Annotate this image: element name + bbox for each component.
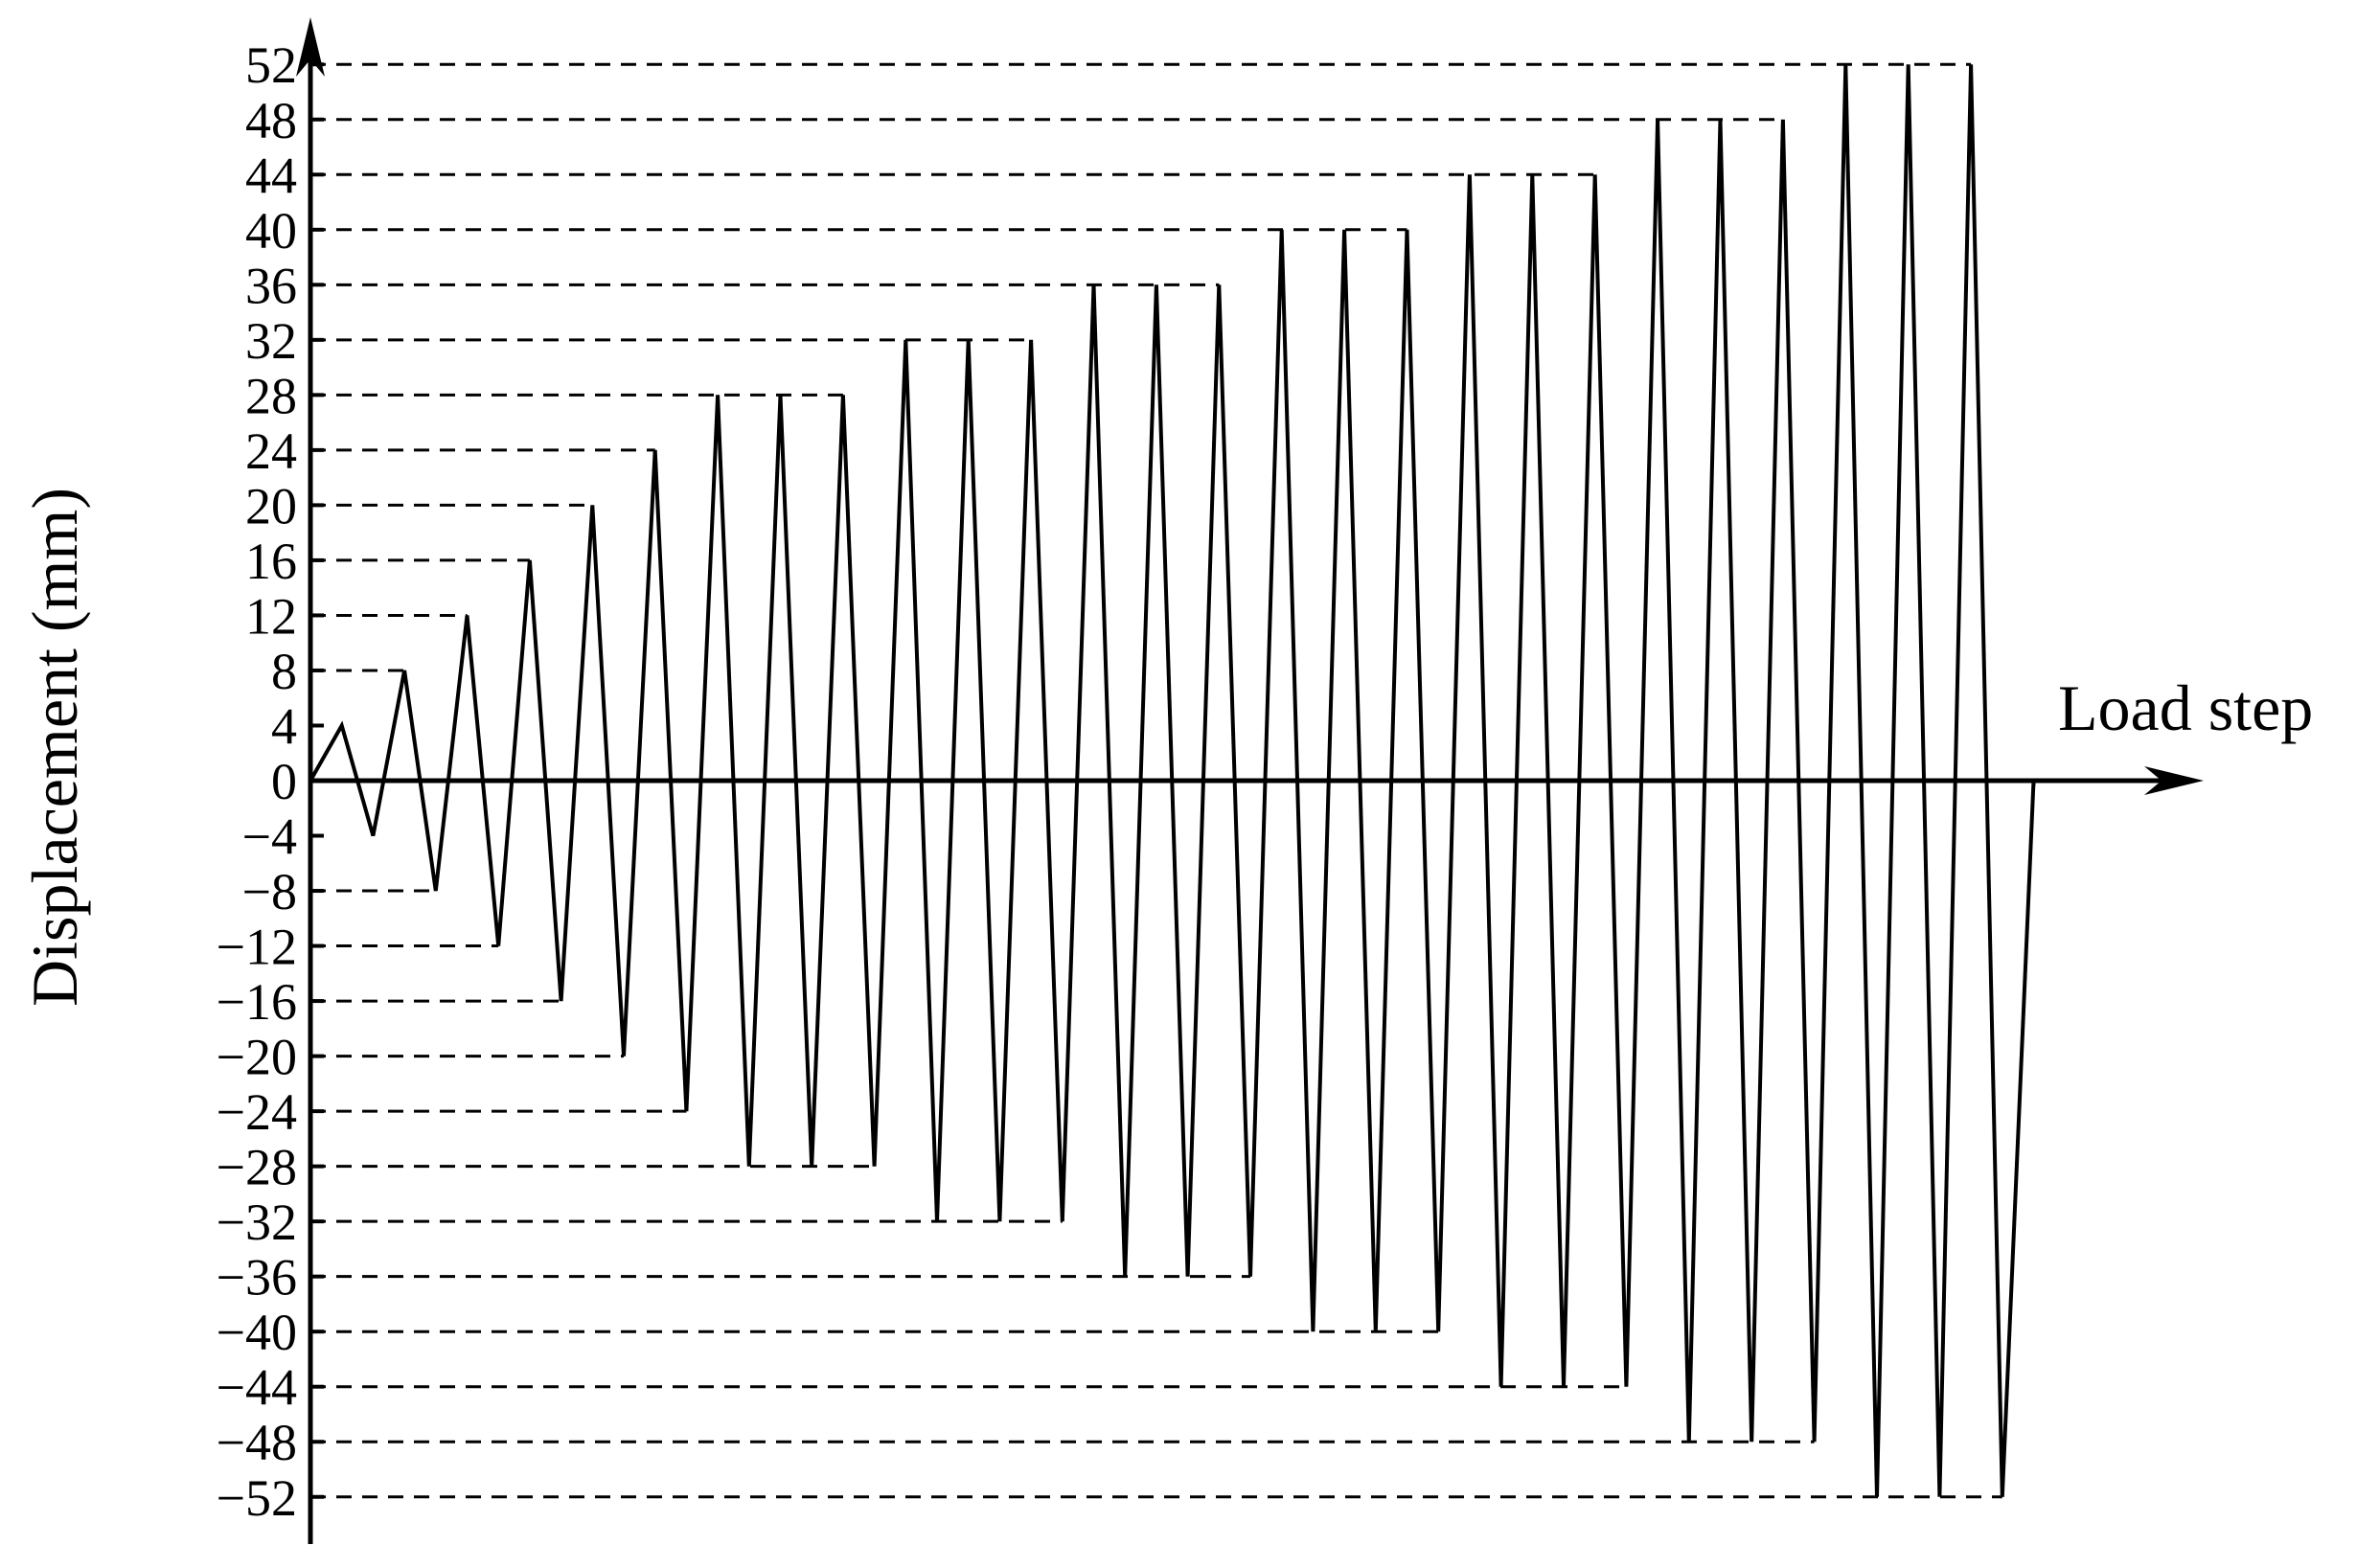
y-tick-label-52: 52 bbox=[245, 36, 297, 94]
y-tick-label-24: 24 bbox=[245, 422, 297, 480]
y-tick-label-20: 20 bbox=[245, 477, 297, 534]
y-tick-label-4: 4 bbox=[271, 697, 297, 755]
y-tick-label-neg40: −40 bbox=[217, 1304, 297, 1361]
y-tick-label-0: 0 bbox=[271, 753, 297, 810]
y-tick-label-48: 48 bbox=[245, 92, 297, 149]
y-tick-label-neg12: −12 bbox=[217, 919, 297, 976]
y-tick-label-36: 36 bbox=[245, 257, 297, 314]
y-tick-label-28: 28 bbox=[245, 367, 297, 424]
x-axis-arrow bbox=[2144, 766, 2204, 795]
y-tick-label-44: 44 bbox=[245, 147, 297, 204]
y-axis-arrow bbox=[296, 17, 325, 77]
y-tick-label-12: 12 bbox=[245, 587, 297, 645]
x-axis-title: Load step bbox=[2058, 671, 2313, 744]
y-tick-label-neg44: −44 bbox=[217, 1359, 297, 1417]
y-tick-label-neg4: −4 bbox=[242, 808, 297, 866]
y-tick-label-neg20: −20 bbox=[217, 1029, 297, 1086]
y-tick-label-neg24: −24 bbox=[217, 1083, 297, 1141]
y-tick-label-neg36: −36 bbox=[217, 1249, 297, 1307]
y-tick-label-8: 8 bbox=[271, 643, 297, 700]
y-tick-label-40: 40 bbox=[245, 202, 297, 260]
y-tick-label-16: 16 bbox=[245, 533, 297, 590]
y-tick-label-neg28: −28 bbox=[217, 1139, 297, 1196]
y-tick-label-neg16: −16 bbox=[217, 973, 297, 1031]
y-tick-labels: 5248444036322824201612840−4−8−12−16−20−2… bbox=[217, 36, 297, 1527]
axes bbox=[296, 17, 2204, 1544]
y-tick-label-neg32: −32 bbox=[217, 1193, 297, 1251]
y-tick-label-neg48: −48 bbox=[217, 1414, 297, 1471]
y-tick-label-neg8: −8 bbox=[242, 863, 297, 920]
y-tick-label-neg52: −52 bbox=[217, 1469, 297, 1527]
y-axis-title: Displacement (mm) bbox=[18, 488, 91, 1007]
y-tick-label-32: 32 bbox=[245, 312, 297, 370]
